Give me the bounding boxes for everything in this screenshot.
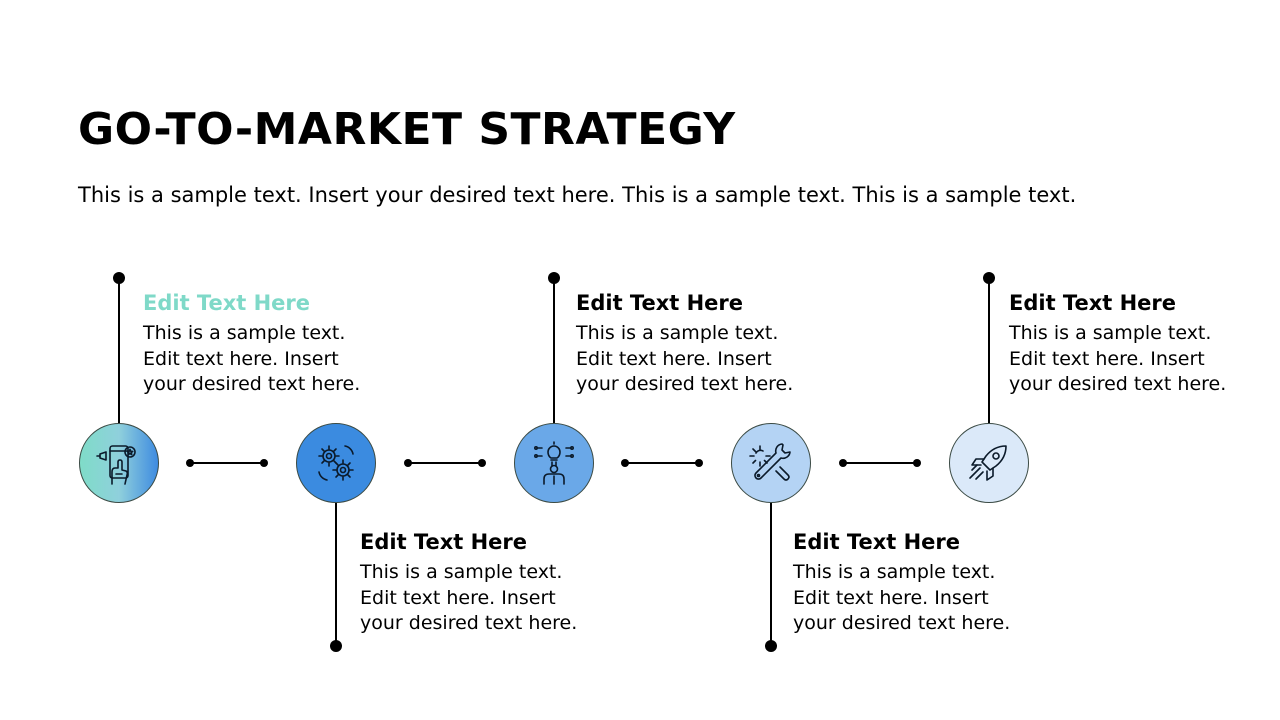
step-1-heading: Edit Text Here: [143, 291, 311, 315]
stem-dot-1: [113, 272, 125, 284]
stem-dot-4: [765, 640, 777, 652]
step-3-body: This is a sample text. Edit text here. I…: [576, 322, 794, 395]
step-1-circle: [79, 423, 159, 503]
step-4-body: This is a sample text. Edit text here. I…: [793, 561, 1011, 634]
step-5-body: This is a sample text. Edit text here. I…: [1009, 322, 1227, 395]
step-2-text: Edit Text Here This is a sample text. Ed…: [360, 528, 620, 637]
step-1-body: This is a sample text. Edit text here. I…: [143, 322, 361, 395]
step-2-circle: [296, 423, 376, 503]
step-3-heading: Edit Text Here: [576, 291, 744, 315]
step-5-text: Edit Text Here This is a sample text. Ed…: [1009, 289, 1269, 398]
step-2-body: This is a sample text. Edit text here. I…: [360, 561, 578, 634]
step-5-circle: [949, 423, 1029, 503]
smartphone-megaphone-icon: [96, 445, 136, 485]
wrench-gear-icon: [749, 443, 791, 481]
rocket-icon: [969, 445, 1007, 481]
slide-subtitle: This is a sample text. Insert your desir…: [78, 183, 1077, 207]
step-5-heading: Edit Text Here: [1009, 291, 1177, 315]
step-4-text: Edit Text Here This is a sample text. Ed…: [793, 528, 1053, 637]
step-2-heading: Edit Text Here: [360, 530, 528, 554]
slide-title: GO-TO-MARKET STRATEGY: [78, 104, 736, 155]
stem-dot-5: [983, 272, 995, 284]
step-1-text: Edit Text Here This is a sample text. Ed…: [143, 289, 403, 398]
step-4-heading: Edit Text Here: [793, 530, 961, 554]
idea-person-icon: [534, 441, 574, 485]
stem-dot-2: [330, 640, 342, 652]
step-3-circle: [514, 423, 594, 503]
stem-dot-3: [548, 272, 560, 284]
step-3-text: Edit Text Here This is a sample text. Ed…: [576, 289, 836, 398]
step-4-circle: [731, 423, 811, 503]
gears-icon: [318, 445, 354, 481]
